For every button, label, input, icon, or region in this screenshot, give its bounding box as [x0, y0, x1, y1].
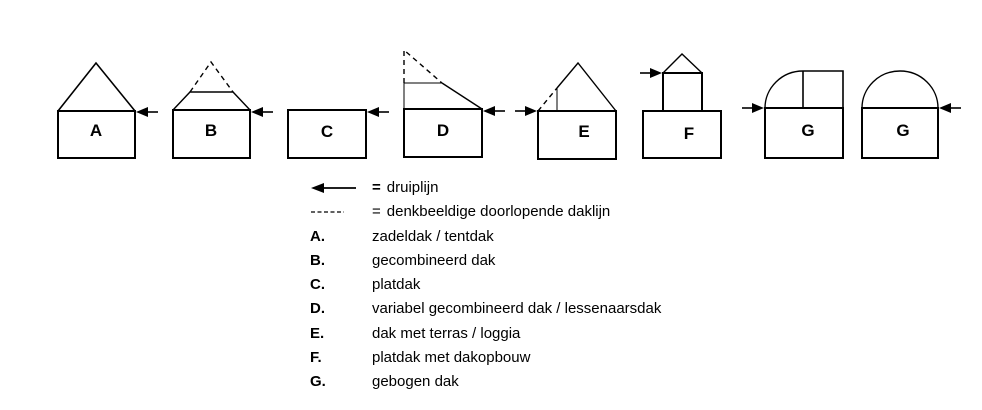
house-f-label: F — [684, 124, 694, 143]
druiplijn-arrow-left-icon — [136, 107, 158, 117]
legend-entry-f: F. platdak met dakopbouw — [310, 346, 870, 370]
house-e-label: E — [578, 122, 589, 141]
house-f-dakopbouw — [662, 72, 703, 112]
legend-description: variabel gecombineerd dak / lessenaarsda… — [372, 300, 662, 318]
house-c-label: C — [321, 122, 333, 141]
druiplijn-arrow-left-icon — [483, 106, 505, 116]
legend-key: D. — [310, 300, 325, 318]
legend-description: dak met terras / loggia — [372, 324, 521, 342]
house-a-figure: A — [57, 61, 158, 159]
house-g2-figure: G — [861, 70, 961, 159]
house-g2-label: G — [896, 121, 909, 140]
house-e-dashed-roofline — [537, 87, 558, 112]
house-f-body — [642, 110, 722, 159]
druiplijn-arrow-right-icon — [640, 68, 662, 78]
house-g2-body — [861, 107, 939, 159]
house-g1-body — [764, 107, 844, 159]
druiplijn-arrow-icon — [310, 182, 372, 194]
legend-key: F. — [310, 349, 322, 367]
druiplijn-arrow-left-icon — [939, 103, 961, 113]
house-d-body — [403, 108, 483, 158]
house-c-figure: C — [287, 107, 389, 159]
house-b-body — [172, 109, 251, 159]
dashed-roofline-icon — [310, 206, 372, 218]
legend-description: zadeldak / tentdak — [372, 227, 494, 245]
house-b-label: B — [205, 121, 217, 140]
legend-key: A. — [310, 227, 325, 245]
house-d-roof — [441, 82, 483, 110]
legend-description: platdak met dakopbouw — [372, 349, 531, 367]
house-b-dashed-roofline — [189, 60, 234, 93]
legend-row-dashed-roofline: =denkbeeldige doorlopende daklijn — [310, 200, 870, 224]
house-g1-curved-roof — [764, 70, 804, 109]
legend-key: C. — [310, 276, 325, 294]
house-e-body — [537, 110, 617, 160]
legend-entry-a: A. zadeldak / tentdak — [310, 225, 870, 249]
house-e-roof — [556, 61, 617, 112]
house-b-roof — [172, 91, 251, 111]
house-g1-flat-roof — [803, 70, 844, 108]
house-d-label: D — [437, 121, 449, 140]
house-f-figure: F — [640, 53, 722, 159]
druiplijn-arrow-right-icon — [742, 103, 764, 113]
legend-dashed-roofline-text: =denkbeeldige doorlopende daklijn — [372, 203, 611, 221]
equals-sign: = — [372, 203, 381, 221]
house-g1-label: G — [801, 121, 814, 140]
legend-key: E. — [310, 324, 325, 342]
house-a-label: A — [90, 121, 102, 140]
legend: =druiplijn =denkbeeldige doorlopende dak… — [310, 176, 870, 395]
legend-key: B. — [310, 251, 325, 269]
legend-entry-c: C. platdak — [310, 273, 870, 297]
house-d-dashed-roofline — [403, 48, 443, 84]
druiplijn-arrow-right-icon — [515, 106, 537, 116]
equals-sign: = — [372, 179, 381, 196]
house-f-roof — [662, 53, 703, 74]
legend-row-druiplijn: =druiplijn — [310, 176, 870, 200]
legend-entry-b: B. gecombineerd dak — [310, 249, 870, 273]
legend-druiplijn-text: =druiplijn — [372, 179, 439, 196]
legend-key: G. — [310, 373, 326, 391]
druiplijn-arrow-left-icon — [251, 107, 273, 117]
house-a-roof — [57, 61, 136, 112]
house-g2-curved-roof — [861, 70, 939, 109]
house-e-figure: E — [515, 61, 617, 160]
house-a-body — [57, 110, 136, 159]
druiplijn-arrow-left-icon — [367, 107, 389, 117]
legend-description: gebogen dak — [372, 373, 459, 391]
house-g1-figure: G — [742, 70, 844, 159]
house-figures: A B C — [57, 48, 961, 160]
house-c-body — [287, 109, 367, 159]
legend-entry-e: E. dak met terras / loggia — [310, 322, 870, 346]
house-b-figure: B — [172, 60, 273, 159]
legend-entry-d: D. variabel gecombineerd dak / lessenaar… — [310, 297, 870, 321]
legend-description: gecombineerd dak — [372, 251, 496, 269]
legend-entry-g: G. gebogen dak — [310, 370, 870, 394]
house-d-figure: D — [403, 48, 505, 158]
legend-description: platdak — [372, 276, 421, 294]
